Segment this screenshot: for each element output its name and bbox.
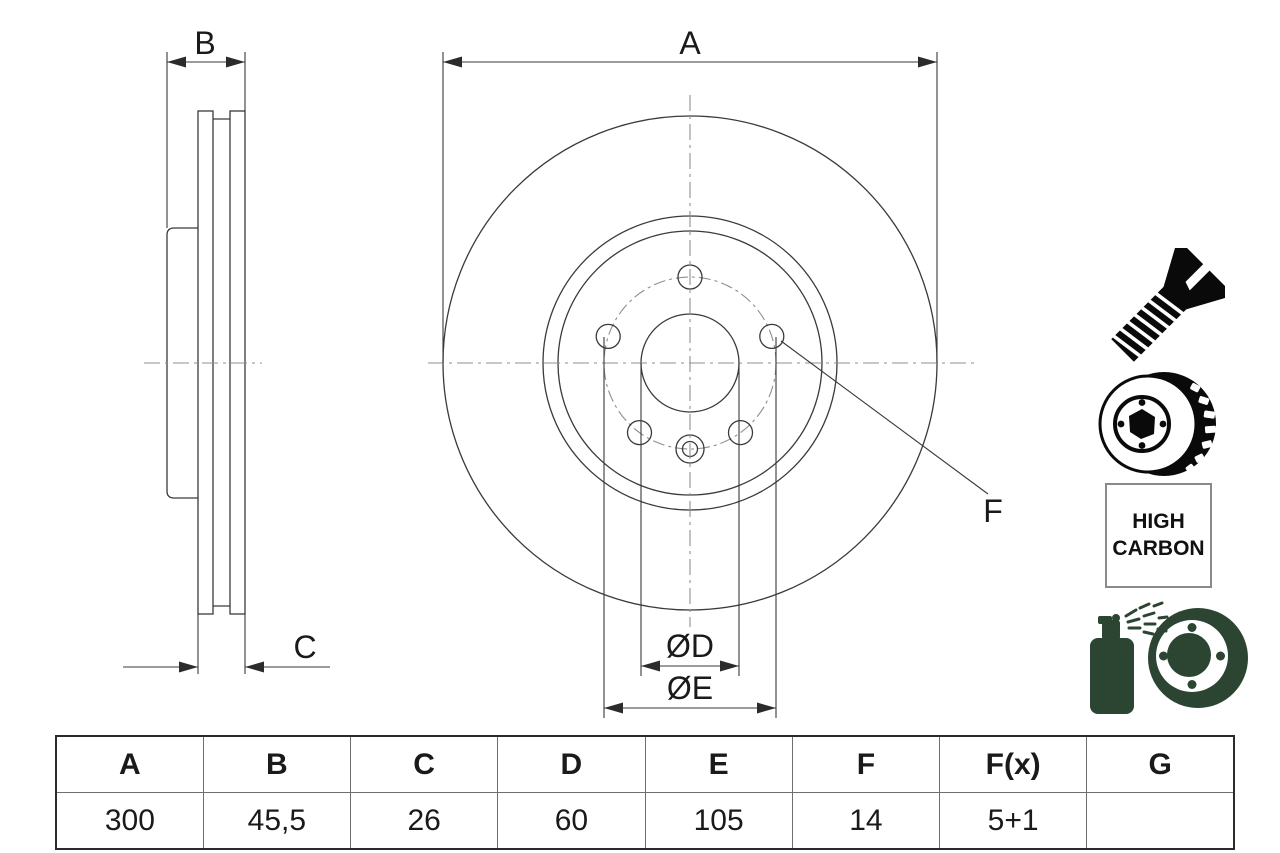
countersunk-screw-icon bbox=[1111, 248, 1225, 362]
table-value-fx: 5+1 bbox=[938, 792, 1088, 850]
dim-label-b: B bbox=[194, 25, 215, 61]
table-header-a: A bbox=[55, 735, 204, 793]
dimension-a: A bbox=[442, 25, 938, 363]
table-value-row: 300 45,5 26 60 105 14 5+1 bbox=[55, 792, 1235, 850]
table-header-c: C bbox=[349, 735, 499, 793]
table-value-g bbox=[1086, 792, 1235, 850]
side-view-cross-section bbox=[144, 110, 262, 615]
dim-label-f: F bbox=[983, 493, 1003, 529]
dim-label-c: C bbox=[293, 629, 316, 665]
dimension-e: ØE bbox=[603, 337, 777, 718]
table-header-b: B bbox=[202, 735, 352, 793]
table-header-row: A B C D E F F(x) G bbox=[55, 735, 1235, 793]
dimension-c: C bbox=[123, 614, 330, 674]
dim-label-a: A bbox=[679, 25, 701, 61]
high-carbon-line2: CARBON bbox=[1112, 536, 1205, 560]
table-value-d: 60 bbox=[497, 792, 646, 850]
dim-label-d: ØD bbox=[666, 628, 714, 664]
bolt-hole bbox=[727, 419, 754, 446]
front-view bbox=[428, 95, 977, 627]
bolt-hole bbox=[759, 323, 785, 350]
high-carbon-line1: HIGH bbox=[1132, 510, 1185, 534]
table-value-e: 105 bbox=[644, 792, 793, 850]
vented-brake-disc-icon bbox=[1098, 372, 1217, 476]
dimension-b: B bbox=[166, 25, 246, 228]
table-header-d: D bbox=[497, 735, 646, 793]
bolt-hole bbox=[626, 419, 653, 446]
bolt-hole bbox=[595, 323, 621, 350]
table-value-a: 300 bbox=[55, 792, 204, 850]
table-value-f: 14 bbox=[791, 792, 941, 850]
table-header-f: F bbox=[791, 735, 941, 793]
table-value-c: 26 bbox=[349, 792, 499, 850]
dimension-d: ØD bbox=[640, 363, 740, 676]
bolt-hole bbox=[677, 264, 703, 290]
table-header-fx: F(x) bbox=[938, 735, 1088, 793]
dimension-table: A B C D E F F(x) G 300 45,5 26 60 105 14… bbox=[55, 735, 1235, 850]
table-value-b: 45,5 bbox=[202, 792, 352, 850]
high-carbon-badge: HIGH CARBON bbox=[1105, 483, 1212, 588]
dimension-f: F bbox=[780, 340, 1003, 529]
dim-label-e: ØE bbox=[667, 670, 713, 706]
table-header-g: G bbox=[1086, 735, 1235, 793]
table-header-e: E bbox=[644, 735, 793, 793]
spray-coated-disc-icon bbox=[1090, 601, 1248, 714]
